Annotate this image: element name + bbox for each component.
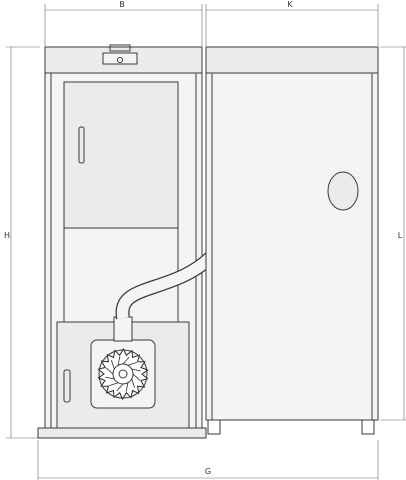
inspection-port	[327, 171, 359, 211]
fan-blade	[117, 356, 121, 366]
hopper-base	[37, 427, 207, 439]
fan-blade	[116, 383, 124, 392]
boiler-top	[205, 46, 379, 74]
boiler-casing	[205, 72, 379, 421]
dimension-b: B	[44, 0, 203, 46]
fan-blade	[127, 362, 137, 366]
burner-door-handle	[63, 369, 71, 403]
auger-neck	[113, 316, 133, 342]
fan-blade	[132, 373, 141, 381]
boiler-body	[205, 46, 379, 435]
hopper-door-handle	[78, 126, 85, 164]
boiler-foot-left	[207, 419, 221, 435]
dimension-k-label: K	[287, 0, 293, 9]
dimension-b-label: B	[119, 0, 125, 9]
dimension-h: H	[4, 46, 40, 439]
dimension-g-label: G	[205, 467, 211, 476]
fan-blade	[131, 378, 135, 388]
fan-blade	[111, 360, 115, 370]
burner-housing	[56, 316, 190, 429]
dimension-l-label: L	[398, 231, 403, 240]
boiler-foot-right	[361, 419, 375, 435]
fan-blade	[122, 356, 130, 365]
lid-hinge	[109, 44, 131, 52]
fan-blade	[131, 368, 141, 372]
lid-handle	[102, 52, 138, 65]
dimension-k: K	[205, 0, 379, 46]
hopper-door	[63, 81, 179, 229]
dimension-g: G	[37, 440, 379, 480]
dimension-h-label: H	[4, 231, 10, 240]
fan-blade	[109, 382, 119, 386]
fan-blade	[105, 376, 115, 380]
fan-blade	[105, 367, 114, 375]
fan-tooth-ring	[97, 347, 149, 401]
dimension-l: L	[380, 46, 406, 421]
fan-teeth	[97, 347, 149, 401]
fan-blade	[125, 382, 129, 392]
